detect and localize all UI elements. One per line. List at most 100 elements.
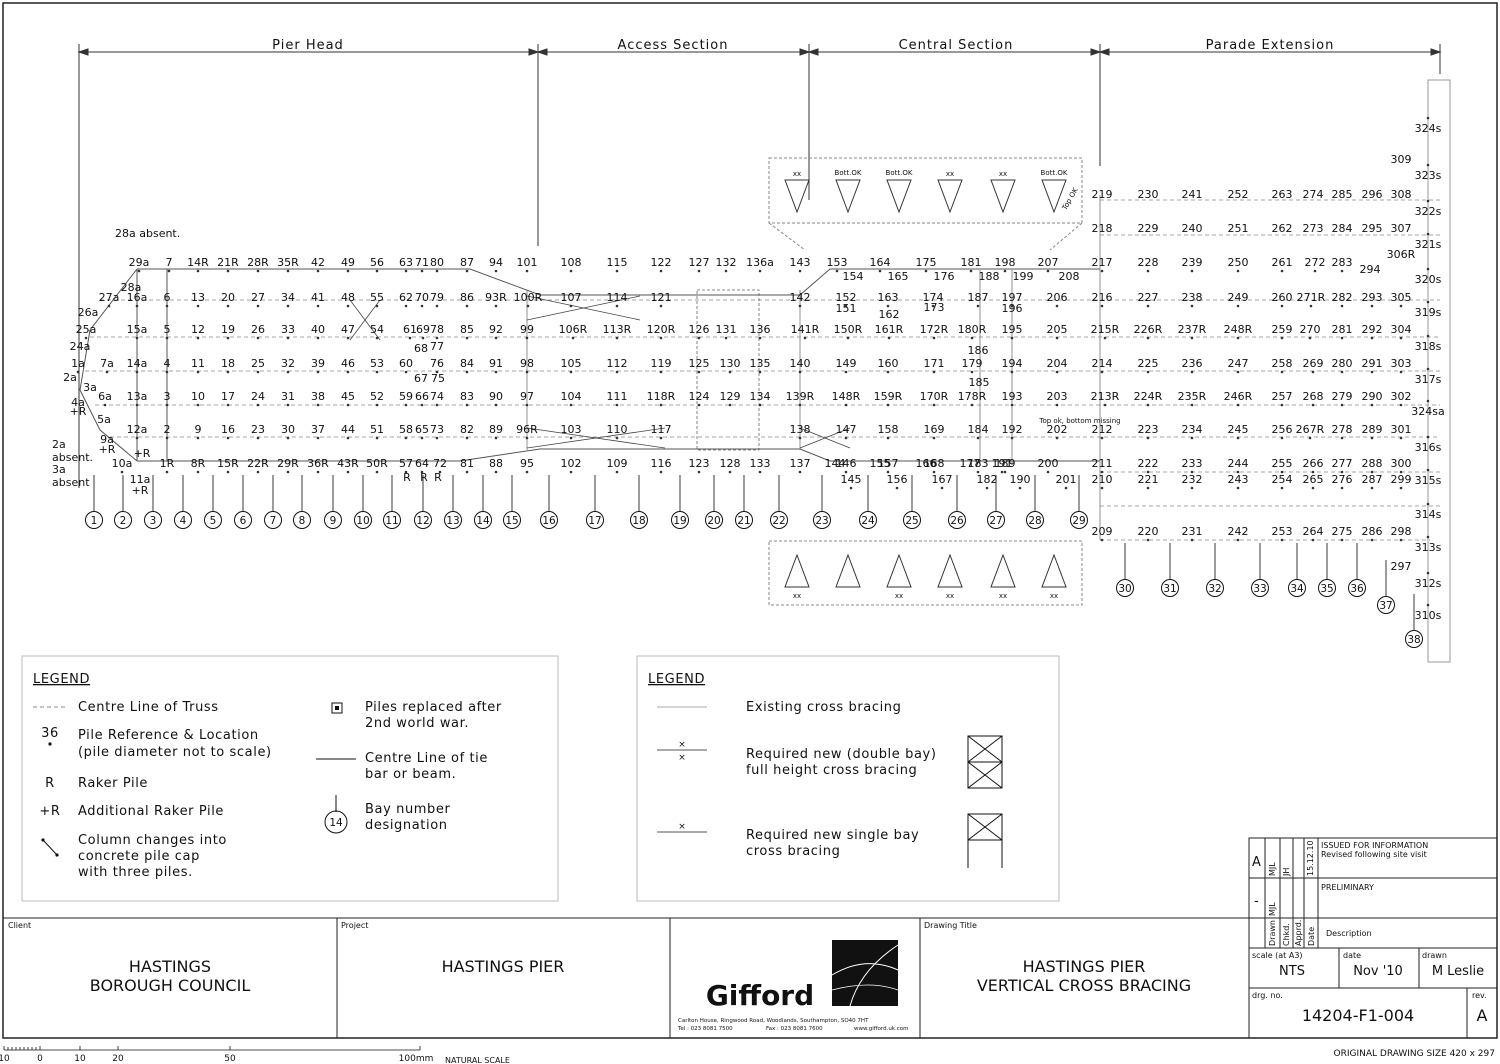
svg-text:2nd world war.: 2nd world war. bbox=[365, 716, 469, 731]
pile-label: 35R bbox=[277, 256, 299, 269]
pile-point bbox=[758, 336, 762, 340]
pile-point bbox=[1311, 403, 1315, 407]
svg-text:50: 50 bbox=[224, 1054, 236, 1064]
pile-label: 83 bbox=[460, 390, 474, 403]
pile-point bbox=[196, 336, 200, 340]
pile-label: 123 bbox=[689, 457, 710, 470]
pile-label: 229 bbox=[1138, 222, 1159, 235]
pile-point bbox=[420, 304, 424, 308]
section-label-pier-head: Pier Head bbox=[272, 38, 344, 53]
pile-point bbox=[728, 370, 732, 374]
pile-label: 291 bbox=[1362, 357, 1383, 370]
pile-point bbox=[375, 403, 379, 407]
pile-point bbox=[1280, 538, 1284, 542]
gifford-logo: Gifford bbox=[706, 940, 899, 1012]
pile-point bbox=[758, 470, 762, 474]
side-label: 312s bbox=[1415, 577, 1442, 590]
bay-circle bbox=[630, 511, 648, 529]
pile-label: 237R bbox=[1178, 323, 1207, 336]
pile-point bbox=[1340, 370, 1344, 374]
pile-point bbox=[316, 403, 320, 407]
pile-label: 308 bbox=[1391, 188, 1412, 201]
pile-point bbox=[1146, 304, 1150, 308]
section-dimensions bbox=[77, 44, 1442, 488]
pile-point bbox=[346, 436, 350, 440]
pile-label: 181 bbox=[961, 256, 982, 269]
pile-label: 288 bbox=[1362, 457, 1383, 470]
pile-label: 59 bbox=[399, 390, 413, 403]
pile-point bbox=[1103, 403, 1107, 407]
pile-label: 105 bbox=[561, 357, 582, 370]
pile-point bbox=[438, 470, 442, 474]
pile-point bbox=[135, 436, 139, 440]
pile-label: 112 bbox=[607, 357, 628, 370]
pile-label: 128 bbox=[720, 457, 741, 470]
pile-point bbox=[1064, 486, 1068, 490]
pile-label: +R bbox=[132, 484, 149, 497]
pile-point bbox=[1003, 269, 1007, 273]
svg-text:xx: xx bbox=[999, 592, 1007, 600]
svg-text:10: 10 bbox=[0, 1054, 10, 1064]
pile-point bbox=[1399, 370, 1403, 374]
pile-label: 273 bbox=[1303, 222, 1324, 235]
side-label-strip bbox=[1427, 79, 1451, 663]
date-label: date bbox=[1343, 951, 1361, 960]
bracing-triangles bbox=[784, 179, 1067, 588]
svg-text:Revised following site visit: Revised following site visit bbox=[1321, 850, 1427, 859]
pile-label: 69 bbox=[416, 323, 430, 336]
pile-point bbox=[1146, 370, 1150, 374]
pile-label: 17 bbox=[221, 390, 235, 403]
bay-number: 36 bbox=[1350, 583, 1364, 595]
pile-label: 51 bbox=[370, 423, 384, 436]
pile-label: 104 bbox=[561, 390, 582, 403]
pile-point bbox=[1340, 436, 1344, 440]
bay-number: 35 bbox=[1320, 583, 1333, 595]
pile-label: 264 bbox=[1303, 525, 1324, 538]
svg-text:-: - bbox=[1254, 894, 1259, 909]
svg-text:14: 14 bbox=[329, 817, 343, 829]
pile-label: 23 bbox=[251, 423, 265, 436]
bay-circle bbox=[1070, 511, 1088, 529]
pile-point bbox=[525, 269, 529, 273]
pile-label: 164 bbox=[870, 256, 891, 269]
pile-label: 131 bbox=[716, 323, 737, 336]
svg-text:Bott.OK: Bott.OK bbox=[835, 169, 862, 177]
bay-number: 10 bbox=[356, 515, 369, 527]
svg-text:36: 36 bbox=[41, 726, 59, 741]
svg-text:Additional Raker Pile: Additional Raker Pile bbox=[78, 804, 224, 819]
pile-point bbox=[226, 470, 230, 474]
pile-label: 144 bbox=[825, 457, 846, 470]
pile-point bbox=[137, 269, 141, 273]
svg-text:Bott.OK: Bott.OK bbox=[1041, 169, 1068, 177]
pile-label: 75 bbox=[431, 372, 445, 385]
pile-point bbox=[404, 269, 408, 273]
pile-point bbox=[1280, 304, 1284, 308]
pile-point bbox=[571, 336, 575, 340]
pile-label: 281 bbox=[1332, 323, 1353, 336]
pile-label: 251 bbox=[1228, 222, 1249, 235]
pile-point bbox=[798, 370, 802, 374]
pile-point bbox=[1236, 538, 1240, 542]
pile-point bbox=[1236, 269, 1240, 273]
pile-point bbox=[346, 304, 350, 308]
side-label: 324sa bbox=[1411, 405, 1444, 418]
pile-point bbox=[1308, 436, 1312, 440]
pile-label: 106R bbox=[559, 323, 588, 336]
pile-label: 199 bbox=[1013, 270, 1034, 283]
pile-point bbox=[615, 470, 619, 474]
svg-text:×: × bbox=[678, 753, 686, 763]
pile-label: 87 bbox=[460, 256, 474, 269]
svg-text:Centre Line of tie: Centre Line of tie bbox=[365, 751, 488, 766]
pile-label: 102 bbox=[561, 457, 582, 470]
pile-label: 14R bbox=[187, 256, 209, 269]
pile-point bbox=[844, 370, 848, 374]
svg-text:Required new (double bay): Required new (double bay) bbox=[746, 747, 937, 762]
svg-text:xx: xx bbox=[1050, 592, 1058, 600]
bay-circle bbox=[671, 511, 689, 529]
pile-label: 297 bbox=[1391, 560, 1412, 573]
pile-point bbox=[1003, 470, 1007, 474]
pile-label: 40 bbox=[311, 323, 325, 336]
